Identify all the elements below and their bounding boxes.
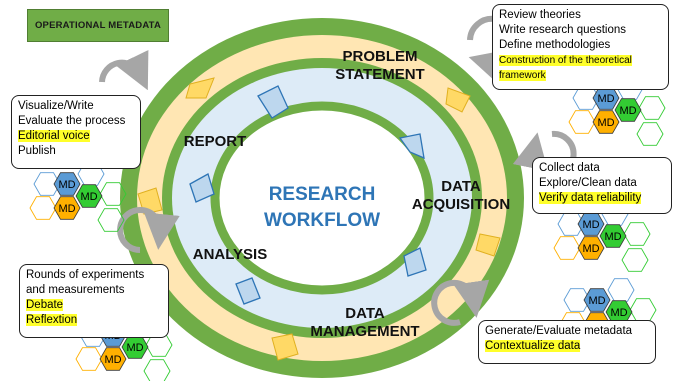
cycle-arrow-icon: [117, 207, 180, 253]
md-label: MD: [588, 295, 605, 307]
highlight-editorial-voice: Editorial voice: [18, 130, 90, 142]
empty-hexagon: [638, 96, 666, 120]
empty-hexagon: [568, 110, 596, 134]
md-hexagon: MD: [583, 288, 611, 312]
md-hexagon: MD: [577, 236, 605, 260]
center-line-1: RESEARCH: [268, 184, 376, 205]
highlight-verify-data: Verify data reliability: [539, 192, 642, 204]
highlight-reflextion: Reflextion: [26, 314, 78, 326]
empty-hexagon: [607, 278, 635, 302]
md-label: MD: [582, 219, 599, 231]
gold-chevron: [445, 87, 471, 113]
operational-metadata-label: OPERATIONAL METADATA: [34, 20, 162, 31]
stage-data-acquisition: DATA ACQUISITION: [411, 178, 511, 213]
md-hexagon: MD: [592, 110, 620, 134]
blue-chevron: [403, 247, 427, 277]
inner-center: [210, 101, 434, 295]
empty-hexagon: [636, 122, 664, 146]
highlight-framework: framework: [499, 70, 546, 81]
md-label: MD: [582, 243, 599, 255]
md-hexagon: MD: [577, 212, 605, 236]
md-label: MD: [597, 93, 614, 105]
highlight-debate: Debate: [26, 299, 64, 311]
md-label: MD: [80, 191, 97, 203]
highlight-theoretical-framework: Construction of the theoretical: [499, 55, 632, 66]
md-label: MD: [619, 105, 636, 117]
stage-report: REPORT: [183, 133, 247, 150]
cycle-arrow-icon: [99, 49, 149, 91]
cycle-arrow-icon: [431, 279, 490, 326]
note-analysis: Rounds of experiments and measurements D…: [19, 264, 169, 338]
operational-metadata-badge: OPERATIONAL METADATA: [27, 9, 169, 42]
empty-hexagon: [621, 248, 649, 272]
md-hexagon: MD: [53, 196, 81, 220]
blue-chevron: [189, 173, 215, 203]
md-label: MD: [597, 117, 614, 129]
empty-hexagon: [29, 196, 57, 220]
highlight-contextualize: Contextualize data: [485, 340, 581, 352]
md-label: MD: [58, 203, 75, 215]
md-hexagon: MD: [614, 98, 642, 122]
gold-chevron: [475, 233, 501, 257]
stage-analysis: ANALYSIS: [192, 246, 268, 263]
md-hexagon: MD: [121, 335, 149, 359]
blue-chevron: [257, 85, 289, 119]
md-label: MD: [126, 342, 143, 354]
empty-hexagon: [75, 347, 103, 371]
md-hexagon: MD: [75, 184, 103, 208]
md-hexagon: MD: [592, 86, 620, 110]
empty-hexagon: [143, 359, 171, 381]
md-hexagon: MD: [99, 347, 127, 371]
stage-problem-statement: PROBLEM STATEMENT: [335, 48, 425, 83]
note-report: Visualize/Write Evaluate the process Edi…: [11, 95, 141, 169]
gold-chevron: [271, 333, 299, 361]
gold-chevron: [185, 77, 215, 99]
center-line-2: WORKFLOW: [263, 210, 381, 231]
research-workflow-title: RESEARCH WORKFLOW: [262, 182, 382, 234]
blue-chevron: [398, 133, 425, 160]
empty-hexagon: [563, 288, 591, 312]
empty-hexagon: [623, 222, 651, 246]
md-hexagon: MD: [599, 224, 627, 248]
empty-hexagon: [553, 236, 581, 260]
md-label: MD: [610, 307, 627, 319]
md-hexagon: MD: [53, 172, 81, 196]
blue-chevron: [235, 277, 261, 305]
empty-hexagon: [97, 208, 125, 232]
md-label: MD: [58, 179, 75, 191]
note-data-management: Generate/Evaluate metadata Contextualize…: [478, 320, 656, 364]
note-data-acquisition: Collect data Explore/Clean data Verify d…: [532, 157, 672, 214]
note-problem-statement: Review theories Write research questions…: [492, 4, 669, 90]
empty-hexagon: [629, 298, 657, 322]
stage-data-management: DATA MANAGEMENT: [310, 305, 420, 340]
md-label: MD: [104, 354, 121, 366]
md-label: MD: [604, 231, 621, 243]
empty-hexagon: [33, 172, 61, 196]
